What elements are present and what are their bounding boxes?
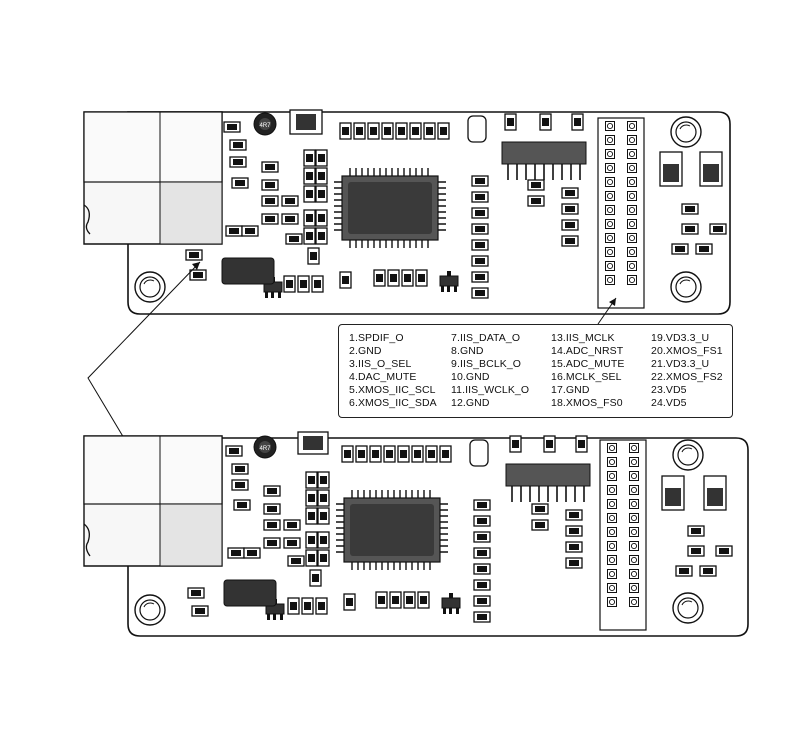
inductor: 4R7 [253,112,277,136]
arrow-head [192,262,200,270]
mounting-hole [670,271,702,303]
crystal [289,109,323,135]
pin-label: 13.IIS_MCLK [551,332,615,344]
pin-label: 3.IIS_O_SEL [349,358,412,370]
main-chip [334,168,446,248]
pin-label: 16.MCLK_SEL [551,371,622,383]
pin-label: 8.GND [451,345,484,357]
pin-label: 24.VD5 [651,397,687,409]
pin-label: 21.VD3.3_U [651,358,710,370]
main-chip [336,490,448,570]
usb-connector [83,111,223,245]
usb-connector [83,435,223,567]
pin-header [597,117,645,309]
inductor-label: 4R7 [259,123,271,129]
mounting-hole [134,594,166,626]
pin-legend-column-4: 19.VD3.3_U 20.XMOS_FS1 21.VD3.3_U 22.XMO… [651,332,723,410]
board-bottom-view: 4R7 [83,431,749,637]
pin-label: 7.IIS_DATA_O [451,332,521,344]
pin-label: 9.IIS_BCLK_O [451,358,522,370]
pin-label: 10.GND [451,371,490,383]
mounting-hole [672,439,704,471]
push-button [469,439,489,467]
resistor-network [501,141,587,180]
crystal [297,431,329,455]
pin-label: 5.XMOS_IIC_SCL [349,384,436,396]
capacitor-block [223,579,277,607]
arrow-head [609,298,616,306]
pin-label: 14.ADC_NRST [551,345,624,357]
pin-label: 2.GND [349,345,382,357]
pin-header [599,439,647,631]
voltage-regulator [661,475,727,511]
mounting-hole [672,592,704,624]
push-button [467,115,487,143]
pin-label: 15.ADC_MUTE [551,358,625,370]
mounting-hole [134,271,166,303]
board-top-view: 4R7 [83,109,731,315]
pin-label: 23.VD5 [651,384,687,396]
inductor: 4R7 [253,435,277,459]
pin-label: 22.XMOS_FS2 [651,371,723,383]
pin-legend-column-1: 1.SPDIF_O 2.GND 3.IIS_O_SEL 4.DAC_MUTE 5… [349,332,437,410]
pin-legend: 1.SPDIF_O 2.GND 3.IIS_O_SEL 4.DAC_MUTE 5… [338,324,733,418]
pin-label: 20.XMOS_FS1 [651,345,723,357]
capacitor-block [221,257,275,285]
pin-label: 11.IIS_WCLK_O [451,384,530,396]
pin-label: 6.XMOS_IIC_SDA [349,397,437,409]
voltage-regulator [659,151,723,187]
pin-label: 1.SPDIF_O [349,332,404,344]
pin-label: 12.GND [451,397,490,409]
pin-label: 17.GND [551,384,590,396]
pin-legend-column-2: 7.IIS_DATA_O 8.GND 9.IIS_BCLK_O 10.GND 1… [451,332,529,410]
pin-label: 18.XMOS_FS0 [551,397,623,409]
pin-label: 19.VD3.3_U [651,332,710,344]
inductor-label: 4R7 [259,446,271,452]
mounting-hole [670,116,702,148]
pin-legend-column-3: 13.IIS_MCLK 14.ADC_NRST 15.ADC_MUTE 16.M… [551,332,624,410]
resistor-network [505,463,591,502]
pin-label: 4.DAC_MUTE [349,371,417,383]
